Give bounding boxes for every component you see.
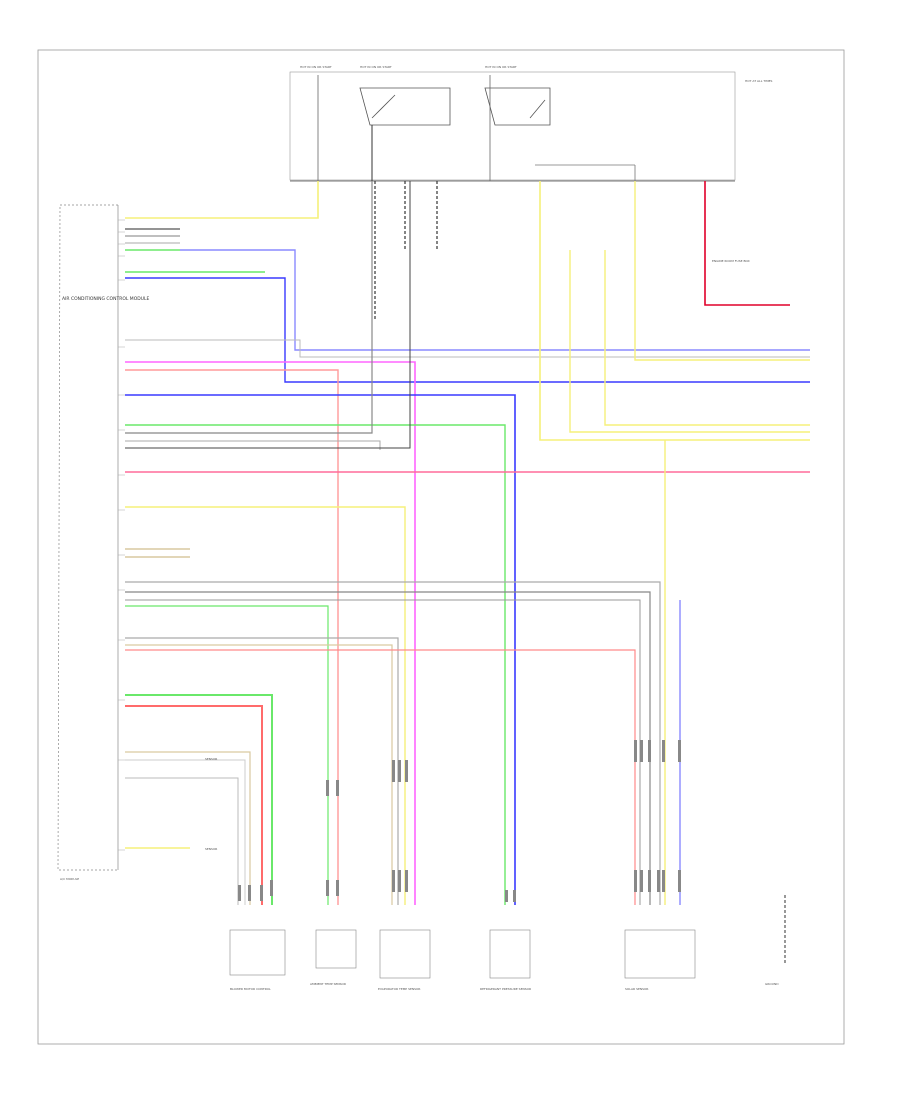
fuse-mid-label: HOT IN ON OR START xyxy=(360,65,392,69)
module-name-label: AIR CONDITIONING CONTROL MODULE xyxy=(62,296,149,302)
hot-at-all-times-label: HOT AT ALL TIMES xyxy=(745,79,773,83)
component-5-label: SOLAR SENSOR xyxy=(625,987,649,991)
component-ground: GROUND xyxy=(765,895,786,986)
wire-yellow-r4 xyxy=(634,181,810,361)
wire-blue-1 xyxy=(125,277,810,383)
wire-yellow-r3 xyxy=(604,250,810,426)
component-6-label: GROUND xyxy=(765,982,779,986)
component-evaporator-sensor: EVAPORATOR TEMP SENSOR xyxy=(378,929,431,991)
wire-gray-right xyxy=(125,339,810,358)
wire-red-dark xyxy=(704,181,790,306)
wire-green-4 xyxy=(125,605,329,905)
fuse-left-label: HOT IN ON OR START xyxy=(300,65,332,69)
wire-blue-2 xyxy=(125,394,516,905)
diagram-frame xyxy=(37,49,845,1045)
relay-right xyxy=(484,87,551,126)
wire-green-3 xyxy=(125,424,506,905)
wire-gray-6 xyxy=(125,599,641,905)
wire-gray-5 xyxy=(125,591,651,905)
wire-yellow-top xyxy=(125,181,319,219)
wire-tan-4 xyxy=(125,751,251,905)
fuse-box: HOT IN ON OR START HOT IN ON OR START HO… xyxy=(289,65,773,182)
wire-gray-7 xyxy=(125,637,399,905)
wire-gray-9 xyxy=(125,777,239,905)
wire-gray-4 xyxy=(125,581,661,905)
component-1-label: BLOWER MOTOR CONTROL xyxy=(230,987,271,991)
component-ambient-sensor: AMBIENT TEMP SENSOR xyxy=(310,929,357,986)
wire-gray-3 xyxy=(125,440,381,450)
wire-pink xyxy=(125,361,416,905)
fuse-right-label: HOT IN ON OR START xyxy=(485,65,517,69)
wire-red-1 xyxy=(125,369,339,905)
component-4-label: REFRIGERANT PRESSURE SENSOR xyxy=(480,987,531,991)
component-blower-control: BLOWER MOTOR CONTROL xyxy=(229,929,286,991)
component-pressure-sensor: REFRIGERANT PRESSURE SENSOR xyxy=(480,929,531,991)
wire-gray-2 xyxy=(125,181,373,434)
wire-red-2 xyxy=(125,649,636,905)
relay-left xyxy=(359,87,451,126)
ac-control-module: AIR CONDITIONING CONTROL MODULE A/C MODU… xyxy=(57,204,149,881)
sensor-b-label: SENSOR xyxy=(205,847,217,851)
wire-black-2 xyxy=(125,181,411,449)
wire-red-3 xyxy=(125,705,263,905)
component-solar-sensor: SOLAR SENSOR xyxy=(624,929,696,991)
sensor-a-label: SENSOR xyxy=(205,757,217,761)
module-bottom-label: A/C MODULE xyxy=(60,877,79,881)
wire-yellow-r1 xyxy=(539,181,810,441)
component-2-label: AMBIENT TEMP SENSOR xyxy=(310,982,346,986)
wire-tan-3 xyxy=(125,644,393,905)
wire-yellow-r2 xyxy=(569,250,810,433)
wire-gray-8 xyxy=(125,759,246,905)
wire-green-5 xyxy=(125,694,273,905)
wire-lightblue-long xyxy=(180,249,810,351)
connector-row xyxy=(238,740,681,902)
right-note-label: ENGINE ROOM FUSE BOX xyxy=(712,259,750,263)
component-3-label: EVAPORATOR TEMP SENSOR xyxy=(378,987,420,991)
